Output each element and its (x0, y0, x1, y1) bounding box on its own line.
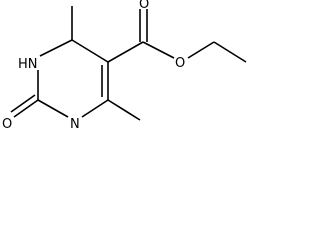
bond-c4-n3 (39, 39, 73, 57)
bond-n1-c6 (81, 99, 109, 118)
bond-c5-ester-c (107, 41, 144, 63)
chemical-structure: HN N O O O (2, 0, 247, 132)
bond-c2-o (13, 99, 39, 118)
atom-label-ester-carbonyl-o: O (139, 0, 149, 12)
bond-o-ethyl-ch2 (187, 41, 215, 59)
bond-ester-c-o (142, 41, 175, 59)
atom-label-nh: HN (18, 57, 38, 72)
bond-ethyl-ch2-ch3 (213, 41, 247, 63)
bond-c6-methyl (107, 99, 141, 121)
atom-label-ester-o: O (175, 56, 185, 71)
bond-c5-c4 (71, 39, 109, 63)
bond-c2-n1 (37, 99, 69, 118)
atom-label-n: N (70, 117, 80, 132)
atom-label-carbonyl-o: O (2, 117, 12, 132)
bond-c2-o-double (10, 94, 36, 113)
